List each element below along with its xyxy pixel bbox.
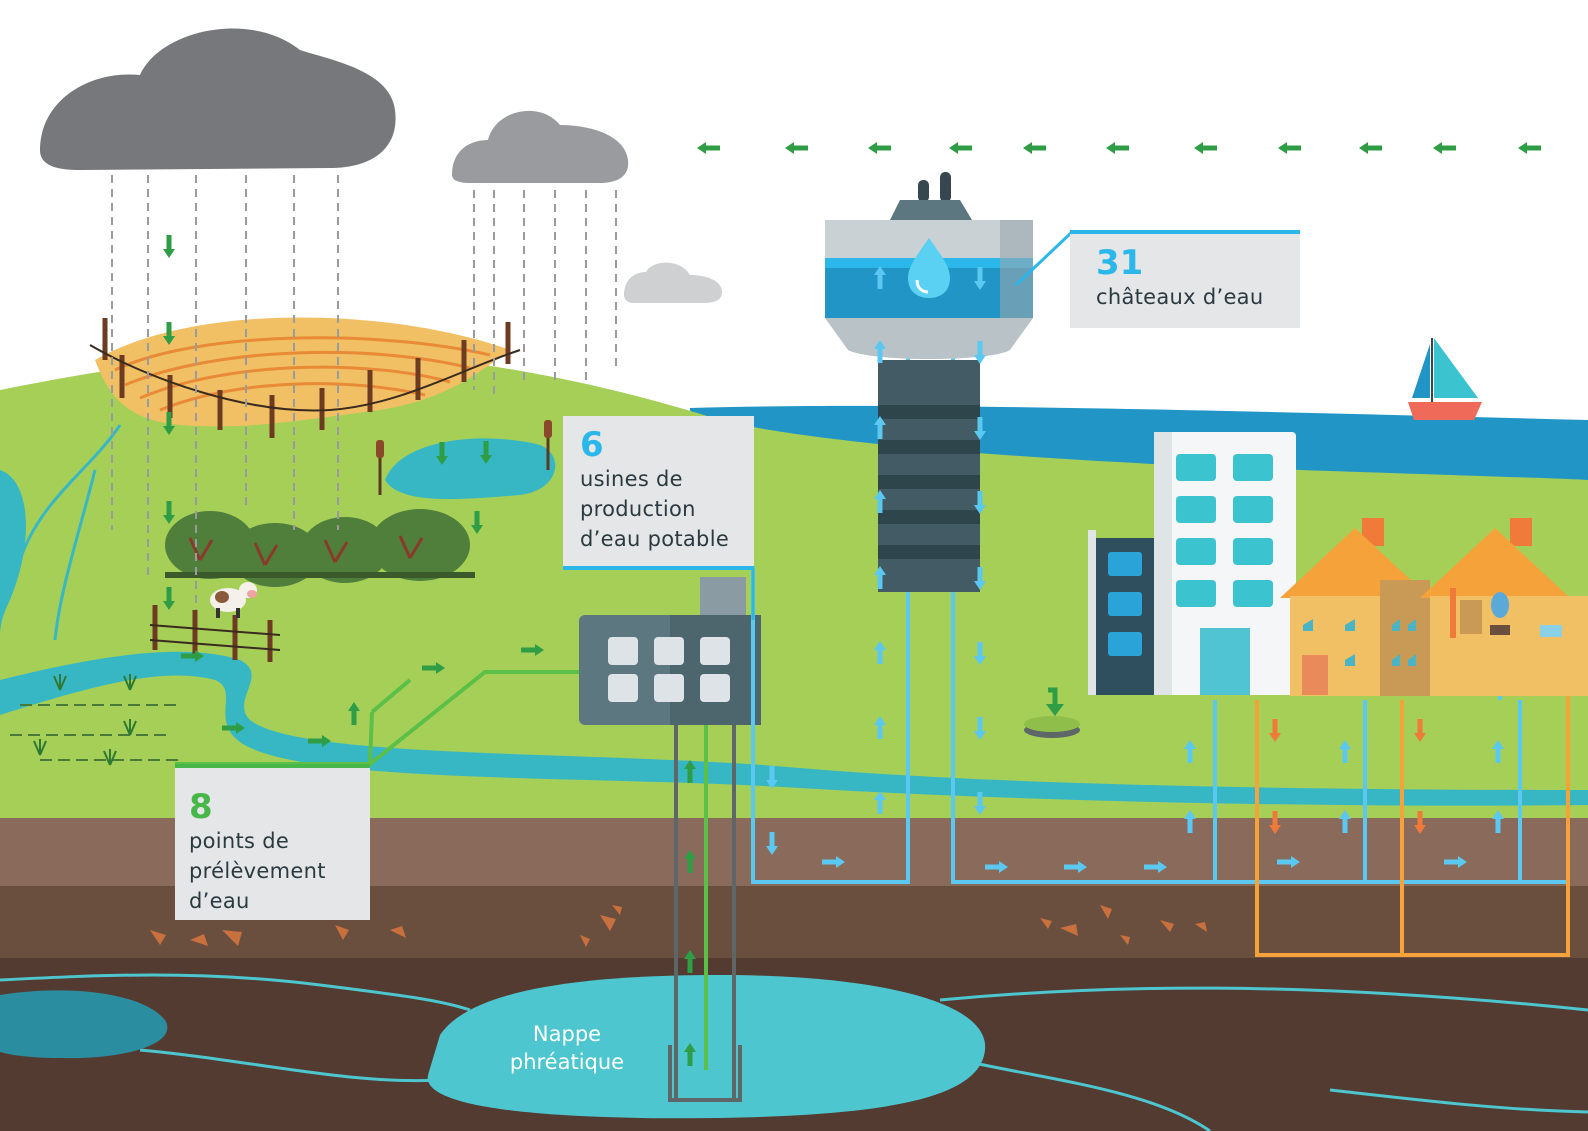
flow-arrow-icon	[1278, 142, 1301, 154]
rain-cloud-icon	[40, 28, 396, 170]
chateaux-count: 31	[1096, 243, 1144, 283]
sailboat-icon	[1408, 338, 1482, 420]
flow-arrow-icon	[1433, 142, 1456, 154]
chateaux-label: châteaux d’eau	[1096, 285, 1264, 309]
flow-arrow-icon	[1518, 142, 1541, 154]
wind-arrows	[697, 142, 1541, 154]
flow-arrow-icon	[697, 142, 720, 154]
treatment-plant	[579, 577, 761, 725]
usines-label: usines de production d’eau potable	[580, 467, 730, 551]
flow-arrow-icon	[868, 142, 891, 154]
points-stat-card: 8 points de prélèvement d’eau	[175, 764, 370, 920]
flow-arrow-icon	[163, 235, 175, 258]
field	[95, 317, 510, 427]
left-aquifer	[0, 990, 168, 1059]
flow-arrow-icon	[1359, 142, 1382, 154]
cow-icon	[210, 582, 257, 618]
water-tower	[825, 172, 1033, 592]
office-building	[1088, 432, 1296, 695]
pond	[385, 438, 556, 500]
small-cloud	[624, 262, 722, 303]
flow-arrow-icon	[1023, 142, 1046, 154]
usines-stat-card: 6 usines de production d’eau potable	[563, 416, 754, 570]
flow-arrow-icon	[949, 142, 972, 154]
houses	[1280, 518, 1588, 696]
chateaux-stat-card: 31 châteaux d’eau	[1070, 230, 1300, 328]
flow-arrow-icon	[1194, 142, 1217, 154]
river	[0, 651, 1588, 806]
water-drop-icon	[908, 238, 950, 298]
points-label: points de prélèvement d’eau	[189, 829, 326, 913]
flow-arrow-icon	[785, 142, 808, 154]
flow-arrow-icon	[1106, 142, 1129, 154]
points-count: 8	[189, 787, 213, 827]
bushes	[165, 509, 470, 587]
rain-cloud-icon	[452, 110, 629, 183]
left-lake	[0, 470, 27, 640]
usines-count: 6	[580, 425, 604, 465]
nappe-phreatique-label: Nappe phréatique	[509, 1022, 625, 1074]
manhole-icon	[1024, 687, 1080, 738]
